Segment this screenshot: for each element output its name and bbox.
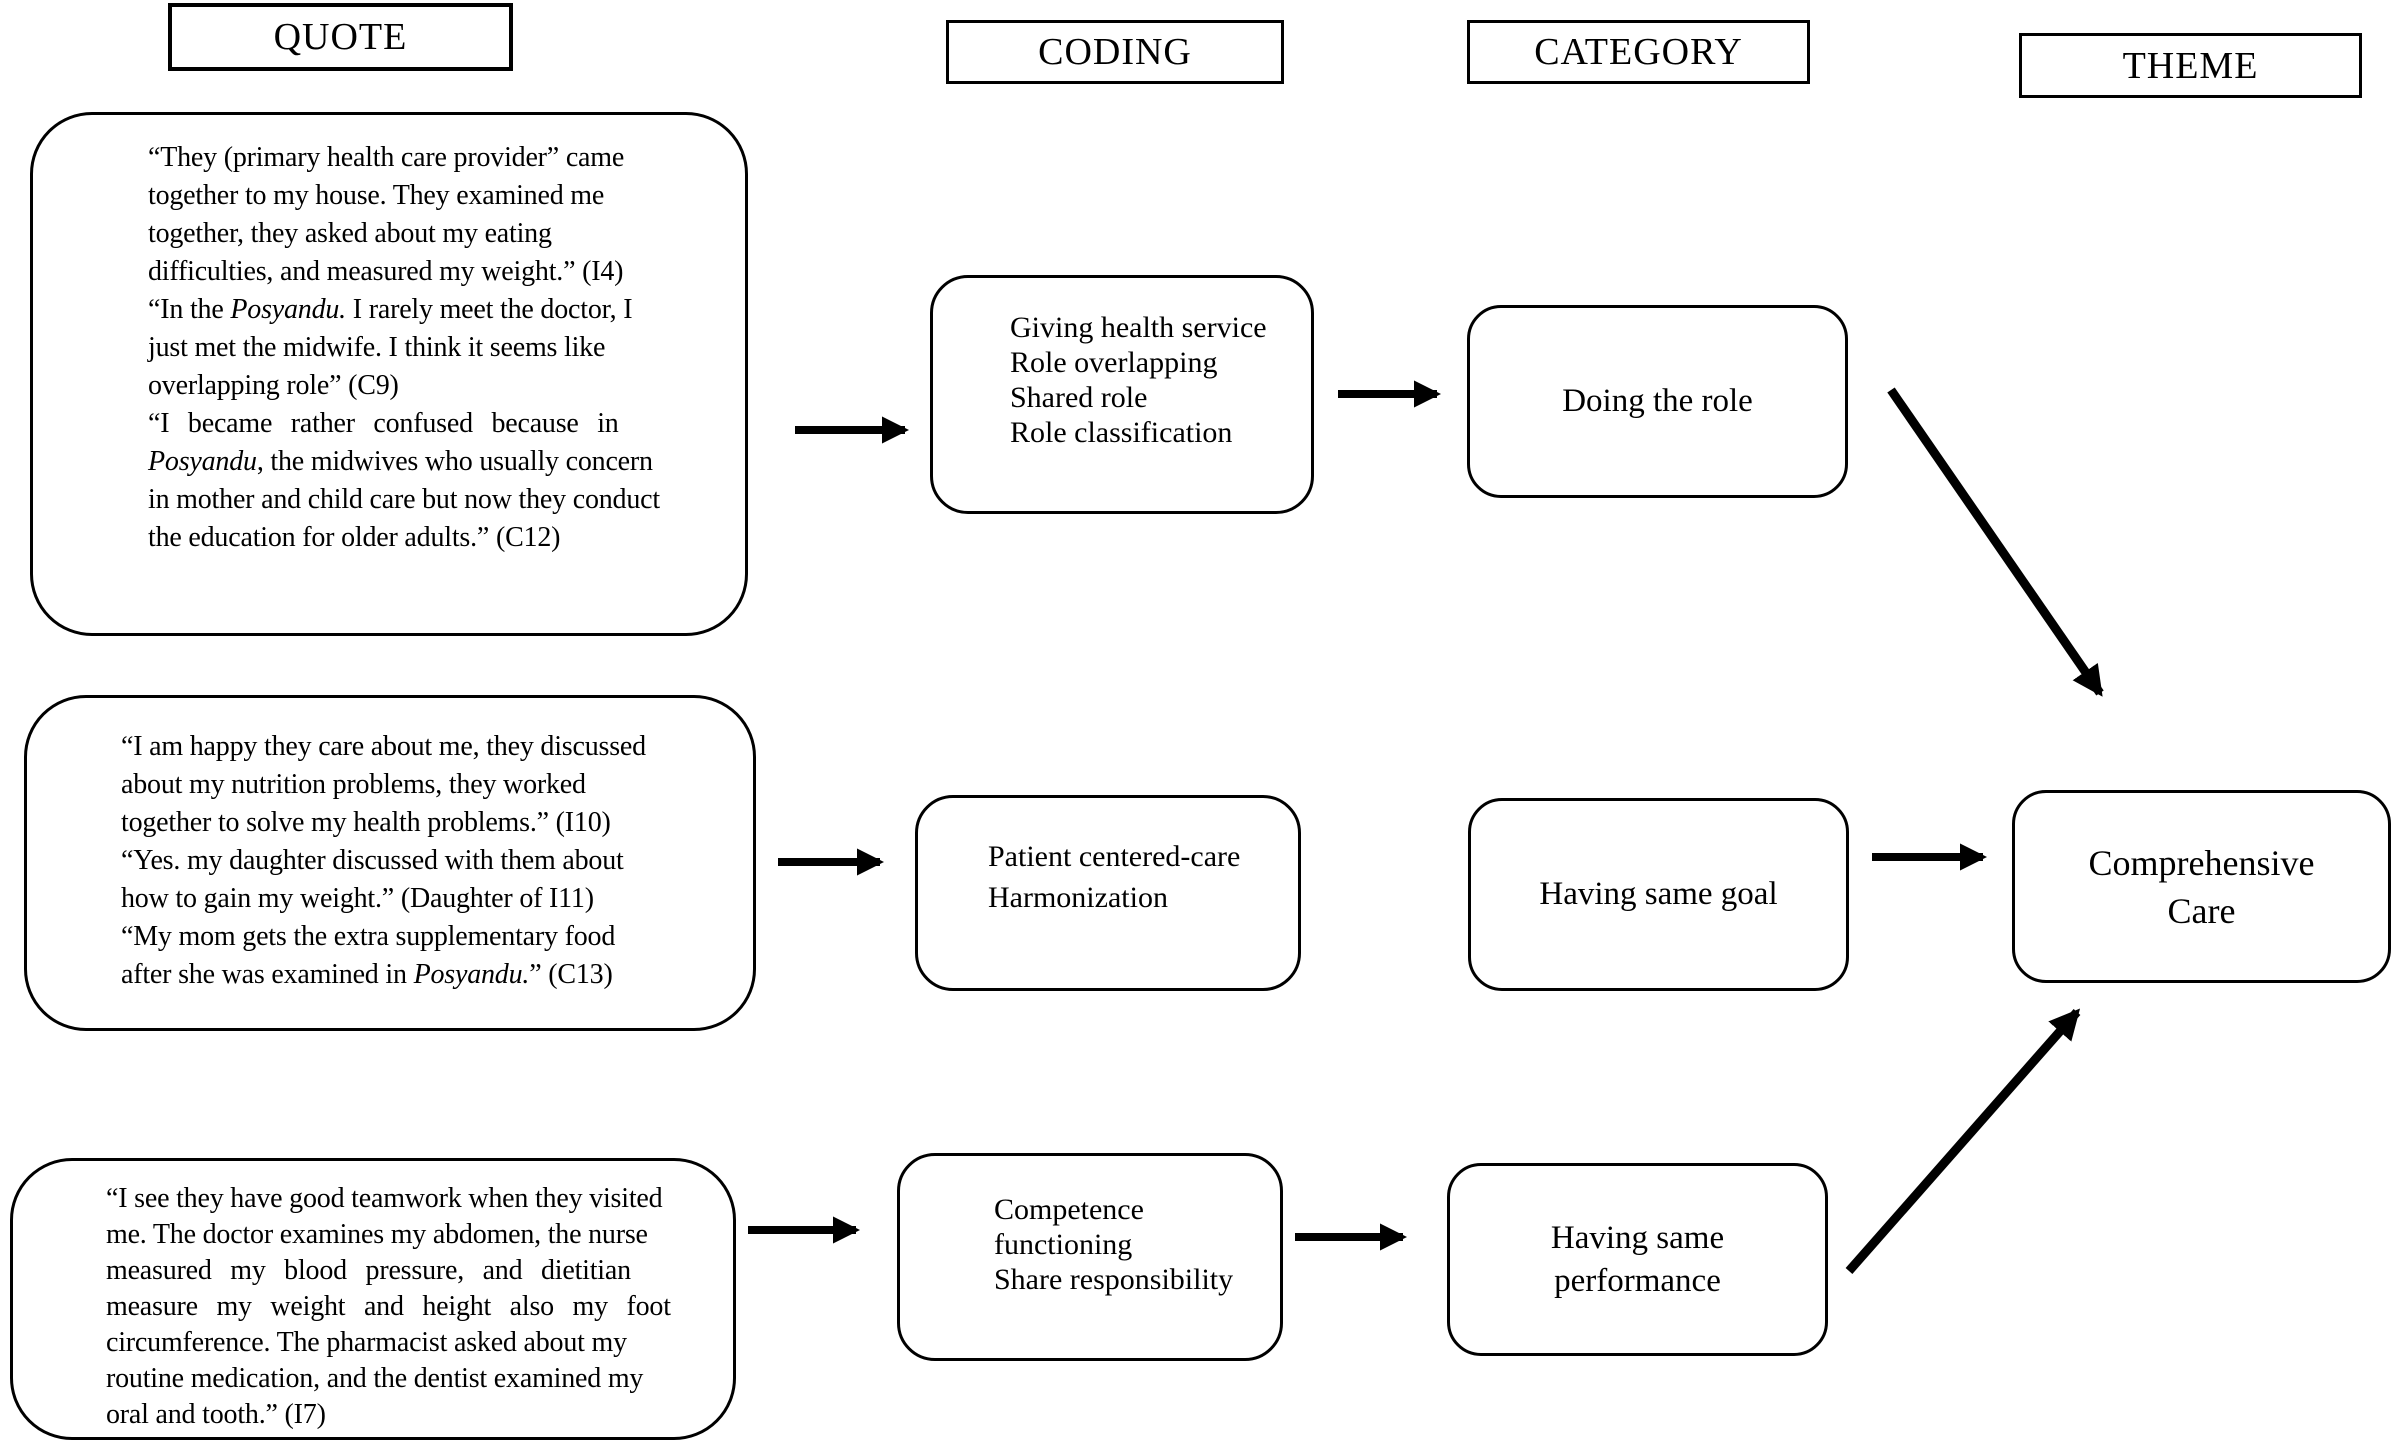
text-line: how to gain my weight.” (Daughter of I11… bbox=[121, 883, 594, 914]
text-line: after she was examined in Posyandu.” (C1… bbox=[121, 959, 613, 990]
column-header-coding: CODING bbox=[946, 20, 1284, 84]
column-header-theme: THEME bbox=[2019, 33, 2362, 98]
category-box-having-same-goal: Having same goal bbox=[1468, 798, 1849, 991]
text-line: Having same bbox=[1550, 1219, 1725, 1256]
text-line: “I became rather confused because in bbox=[148, 408, 619, 439]
text-line: Role overlapping bbox=[1010, 346, 1218, 379]
text-line: measured my blood pressure, and dietitia… bbox=[106, 1255, 631, 1286]
column-header-category: CATEGORY bbox=[1467, 20, 1810, 84]
text-line: me. The doctor examines my abdomen, the … bbox=[106, 1219, 648, 1250]
text-line: about my nutrition problems, they worked bbox=[121, 769, 586, 800]
text-line: together to solve my health problems.” (… bbox=[121, 807, 611, 838]
arrow-category3-to-theme-diagonal bbox=[1845, 1008, 2081, 1274]
quote-bubble-3: “I see they have good teamwork when they… bbox=[10, 1158, 736, 1440]
text-line: just met the midwife. I think it seems l… bbox=[148, 332, 606, 363]
text-line: Posyandu, the midwives who usually conce… bbox=[148, 446, 653, 477]
text-line: routine medication, and the dentist exam… bbox=[106, 1363, 644, 1394]
text-line: Patient centered-care bbox=[988, 840, 1241, 873]
text-line: “My mom gets the extra supplementary foo… bbox=[121, 921, 616, 952]
category-text-2: Having same goal bbox=[1539, 873, 1777, 916]
text-line: Competence bbox=[994, 1193, 1144, 1226]
text-line: together, they asked about my eating bbox=[148, 218, 552, 249]
text-line: Harmonization bbox=[988, 881, 1168, 914]
text-line: together to my house. They examined me bbox=[148, 180, 605, 211]
category-box-doing-the-role: Doing the role bbox=[1467, 305, 1848, 498]
text-line: performance bbox=[1554, 1262, 1721, 1299]
quote-text-1: “They (primary health care provider” cam… bbox=[148, 139, 660, 557]
text-line: functioning bbox=[994, 1228, 1133, 1261]
text-line: difficulties, and measured my weight.” (… bbox=[148, 256, 624, 287]
text-line: Doing the role bbox=[1562, 383, 1753, 419]
category-text-1: Doing the role bbox=[1562, 380, 1753, 423]
text-line: Shared role bbox=[1010, 381, 1148, 414]
text-line: measure my weight and height also my foo… bbox=[106, 1291, 671, 1322]
text-line: Giving health service bbox=[1010, 311, 1267, 344]
text-line: “I see they have good teamwork when they… bbox=[106, 1183, 663, 1214]
quote-text-3: “I see they have good teamwork when they… bbox=[106, 1181, 671, 1433]
text-line: Comprehensive bbox=[2088, 842, 2315, 883]
text-line: Share responsibility bbox=[994, 1263, 1234, 1296]
text-line: circumference. The pharmacist asked abou… bbox=[106, 1327, 627, 1358]
text-line: “Yes. my daughter discussed with them ab… bbox=[121, 845, 624, 876]
arrow-category1-to-theme-diagonal bbox=[1887, 387, 2104, 697]
text-line: overlapping role” (C9) bbox=[148, 370, 399, 401]
text-line: the education for older adults.” (C12) bbox=[148, 522, 561, 553]
text-line: Care bbox=[2167, 890, 2236, 931]
category-box-having-same-performance: Having same performance bbox=[1447, 1163, 1828, 1356]
text-line: in mother and child care but now they co… bbox=[148, 484, 660, 515]
quote-bubble-2: “I am happy they care about me, they dis… bbox=[24, 695, 756, 1031]
column-header-quote: QUOTE bbox=[168, 3, 513, 71]
text-line: Having same goal bbox=[1539, 876, 1778, 912]
text-line: “They (primary health care provider” cam… bbox=[148, 142, 625, 173]
category-text-3: Having same performance bbox=[1551, 1217, 1724, 1303]
text-line: “I am happy they care about me, they dis… bbox=[121, 731, 646, 762]
quote-text-2: “I am happy they care about me, they dis… bbox=[121, 728, 646, 994]
text-line: Role classification bbox=[1010, 416, 1233, 449]
quote-bubble-1: “They (primary health care provider” cam… bbox=[30, 112, 748, 636]
text-line: “In the Posyandu. I rarely meet the doct… bbox=[148, 294, 633, 325]
text-line: oral and tooth.” (I7) bbox=[106, 1399, 326, 1430]
